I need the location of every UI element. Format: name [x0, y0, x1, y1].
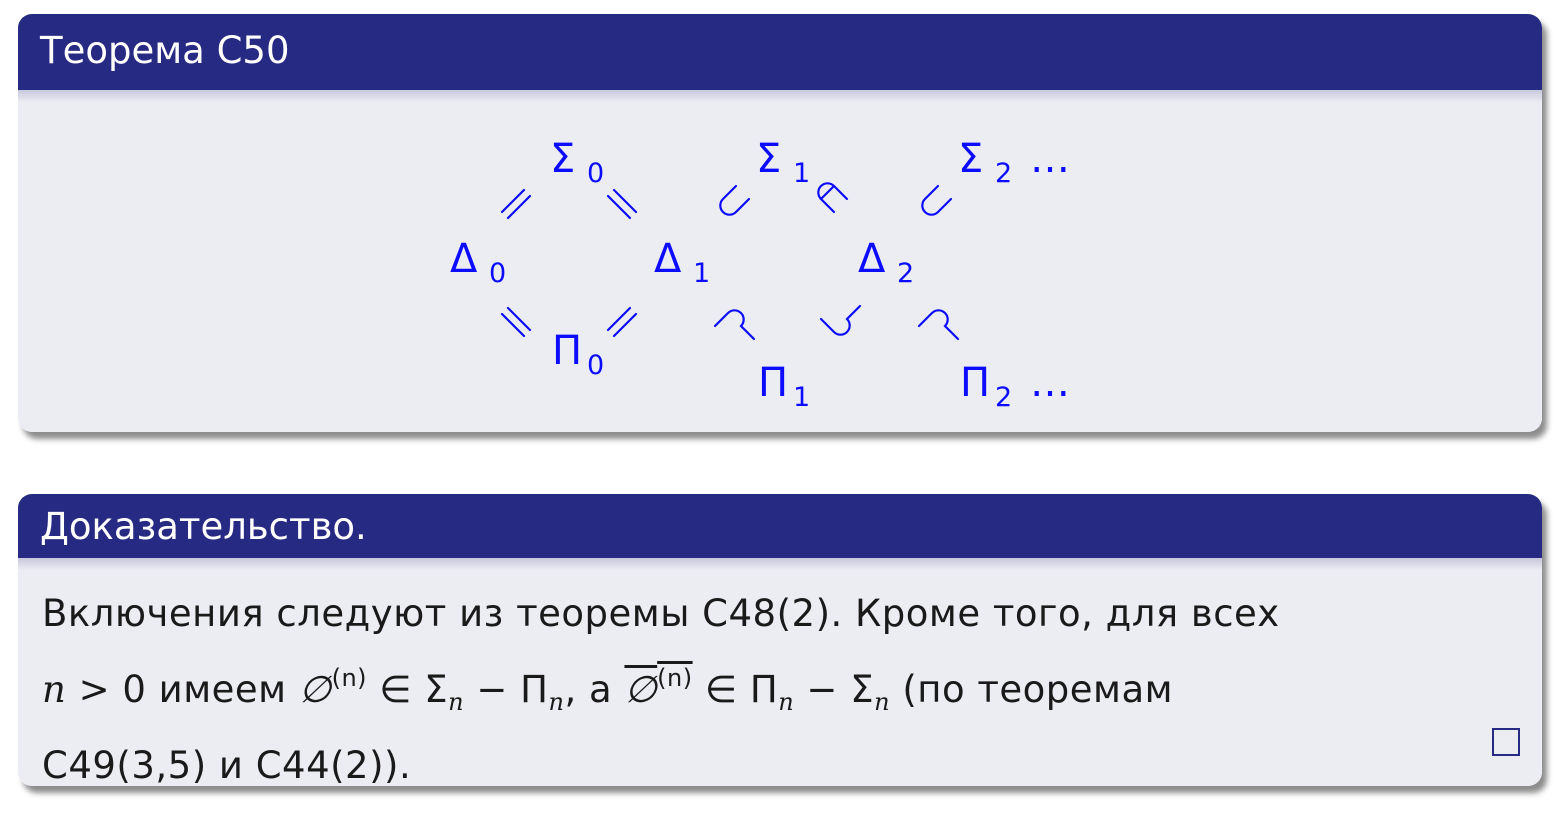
- in-symbol: ∈: [367, 668, 425, 711]
- pi-symbol: Π: [520, 668, 549, 711]
- subset-delta2-pi2: [917, 309, 960, 341]
- proof-block: Доказательство. Включения следуют из тео…: [18, 494, 1542, 786]
- complement-emptyset: ∅(n): [624, 664, 692, 711]
- sigma-0-symbol: Σ: [550, 136, 575, 182]
- jump-superscript: (n): [657, 664, 693, 692]
- theorem-title: Теорема C50: [18, 14, 1542, 90]
- subset-delta2-sigma2: [921, 184, 953, 216]
- emptyset-symbol: ∅: [624, 668, 658, 711]
- jump-superscript: (n): [331, 664, 368, 692]
- text-gt-zero: > 0 имеем: [66, 668, 299, 711]
- pi-symbol: Π: [749, 668, 779, 711]
- sigma-index: n: [874, 688, 891, 716]
- var-n: n: [42, 668, 67, 711]
- subset-delta2-sigma1-arc: [817, 182, 849, 201]
- text-tail: (по теоремам: [890, 668, 1174, 711]
- in-symbol: ∈: [692, 668, 750, 711]
- sigma-2-index: 2: [995, 158, 1012, 189]
- proof-line-3: C49(3,5) и C44(2)).: [42, 744, 412, 786]
- delta-1-symbol: Δ: [654, 236, 682, 282]
- sigma-1-symbol: Σ: [756, 136, 781, 182]
- pi-2-index: 2: [995, 382, 1012, 413]
- delta-2-symbol: Δ: [858, 236, 886, 282]
- proof-text: Включения следуют из теоремы C48(2). Кро…: [42, 582, 1482, 786]
- equals-delta0-pi0: [500, 306, 532, 338]
- qed-square-icon: [1492, 728, 1520, 756]
- sigma-1-index: 1: [793, 158, 810, 189]
- equals-sigma0-delta1: [606, 188, 638, 220]
- proof-line-1: Включения следуют из теоремы C48(2). Кро…: [42, 592, 1280, 635]
- theorem-body: Σ 0 Σ 1 Σ 2 … Δ 0 Δ 1 Δ 2 Π 0 Π 1 Π 2 …: [18, 90, 1542, 432]
- sigma-symbol: Σ: [424, 668, 449, 711]
- sigma-ellipsis: …: [1030, 136, 1070, 182]
- subset-delta2-pi1: [819, 304, 862, 336]
- equals-pi0-delta1: [606, 306, 638, 338]
- emptyset-symbol: ∅: [298, 668, 332, 711]
- minus-symbol: −: [794, 668, 851, 711]
- delta-0-symbol: Δ: [450, 236, 478, 282]
- theorem-block: Теорема C50 Σ 0 Σ 1 Σ 2 … Δ 0 Δ 1 Δ 2 Π …: [18, 14, 1542, 432]
- delta-2-index: 2: [897, 258, 914, 289]
- pi-0-symbol: Π: [552, 328, 582, 374]
- header-shade: [18, 558, 1542, 570]
- header-shade: [18, 90, 1542, 102]
- subset-delta1-pi1: [713, 309, 756, 341]
- pi-2-symbol: Π: [960, 360, 990, 406]
- minus-symbol: −: [464, 668, 521, 711]
- subset-delta1-sigma1: [719, 184, 751, 216]
- pi-1-index: 1: [793, 382, 810, 413]
- hierarchy-diagram: Σ 0 Σ 1 Σ 2 … Δ 0 Δ 1 Δ 2 Π 0 Π 1 Π 2 …: [450, 136, 1070, 413]
- text-comma-a: , а: [564, 668, 625, 711]
- proof-line-2: n > 0 имеем ∅(n) ∈ Σn − Πn, а ∅(n) ∈ Πn …: [42, 646, 1482, 734]
- proof-body: Включения следуют из теоремы C48(2). Кро…: [18, 558, 1542, 786]
- subset-delta2-sigma1: [819, 184, 836, 214]
- pi-1-symbol: Π: [758, 360, 788, 406]
- pi-index: n: [548, 688, 565, 716]
- sigma-2-symbol: Σ: [958, 136, 983, 182]
- equals-delta0-sigma0: [500, 188, 532, 220]
- delta-0-index: 0: [489, 258, 506, 289]
- sigma-symbol: Σ: [850, 668, 875, 711]
- pi-ellipsis: …: [1030, 360, 1070, 406]
- sigma-index: n: [448, 688, 465, 716]
- sigma-0-index: 0: [587, 158, 604, 189]
- proof-title: Доказательство.: [18, 494, 1542, 558]
- delta-1-index: 1: [693, 258, 710, 289]
- pi-0-index: 0: [587, 350, 604, 381]
- pi-index: n: [778, 688, 795, 716]
